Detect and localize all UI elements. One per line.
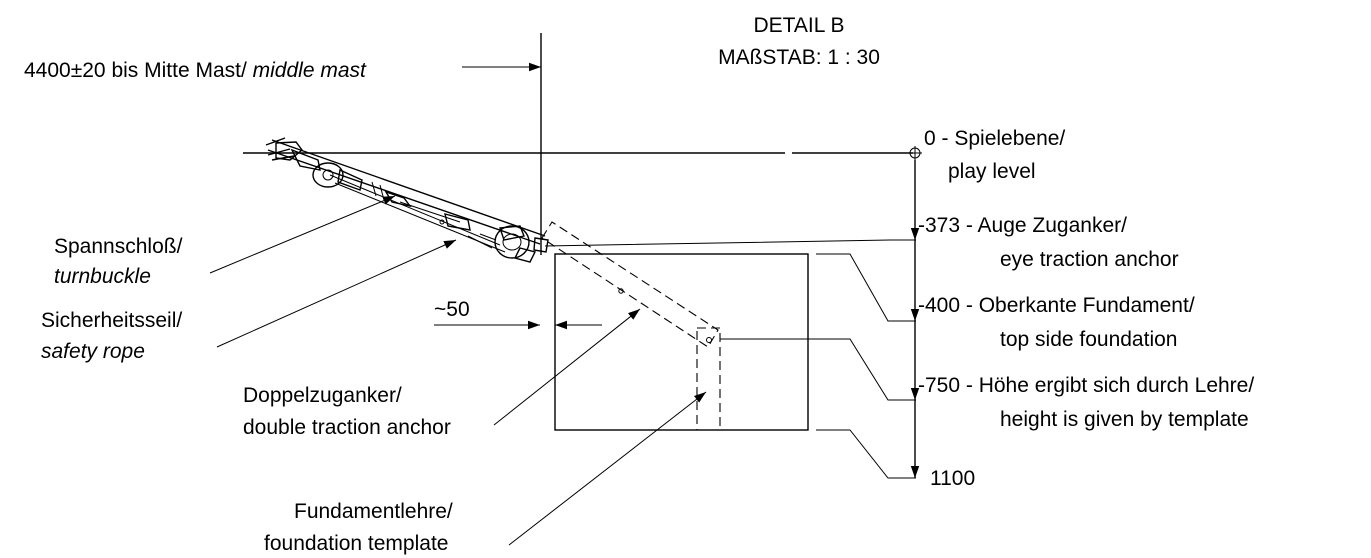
level-400-line1: -400 - Oberkante Fundament/ — [918, 294, 1195, 317]
safety-rope-label-en: safety rope — [41, 340, 145, 363]
level-400-line2: top side foundation — [1000, 328, 1177, 351]
template-eye — [706, 337, 712, 343]
traction-anchor-dashed — [541, 221, 719, 348]
level-1100-label: 1100 — [930, 467, 975, 490]
detail-scale: MAßSTAB: 1 : 30 — [718, 46, 880, 69]
level-373-line1: -373 - Auge Zuganker/ — [918, 214, 1127, 237]
level-750-line1: -750 - Höhe ergibt sich durch Lehre/ — [918, 374, 1254, 397]
detail-title: DETAIL B — [753, 14, 844, 37]
turnbuckle-assembly — [265, 137, 549, 263]
template-label-en: foundation template — [264, 532, 448, 555]
leader-template-level — [720, 338, 916, 401]
traction-anchor-leader — [493, 308, 641, 426]
mast-dimension-value: 4400±20 — [24, 59, 106, 82]
turnbuckle-label-de: Spannschloß/ — [54, 235, 183, 258]
level-0-line1: 0 - Spielebene/ — [924, 127, 1065, 150]
foundation-template-dashed — [696, 327, 721, 431]
traction-anchor-label-de: Doppelzuganker/ — [243, 384, 402, 407]
leader-foundation-top — [816, 253, 916, 322]
template-leader — [508, 391, 707, 546]
leader-foundation-bottom — [816, 429, 916, 479]
traction-anchor-label-en: double traction anchor — [243, 416, 451, 439]
foundation-block — [554, 253, 809, 431]
anchor-hole — [618, 288, 624, 294]
leader-anchor-eye — [544, 239, 916, 247]
turnbuckle-label-en: turnbuckle — [54, 265, 151, 288]
template-label-de: Fundamentlehre/ — [294, 500, 453, 523]
turnbuckle-leader — [209, 195, 396, 274]
approx-50-label: ~50 — [434, 298, 470, 321]
safety-rope-label-de: Sicherheitsseil/ — [41, 309, 182, 332]
level-373-line2: eye traction anchor — [1000, 248, 1179, 271]
mast-dimension-text-en: middle mast — [253, 59, 367, 82]
level-750-line2: height is given by template — [1000, 408, 1249, 431]
level-0-line2: play level — [948, 160, 1036, 183]
mast-dimension-label: 4400±20 bis Mitte Mast/ middle mast — [24, 59, 367, 82]
safety-rope-leader — [216, 239, 457, 348]
mast-dimension-text-de: bis Mitte Mast/ — [106, 59, 253, 82]
